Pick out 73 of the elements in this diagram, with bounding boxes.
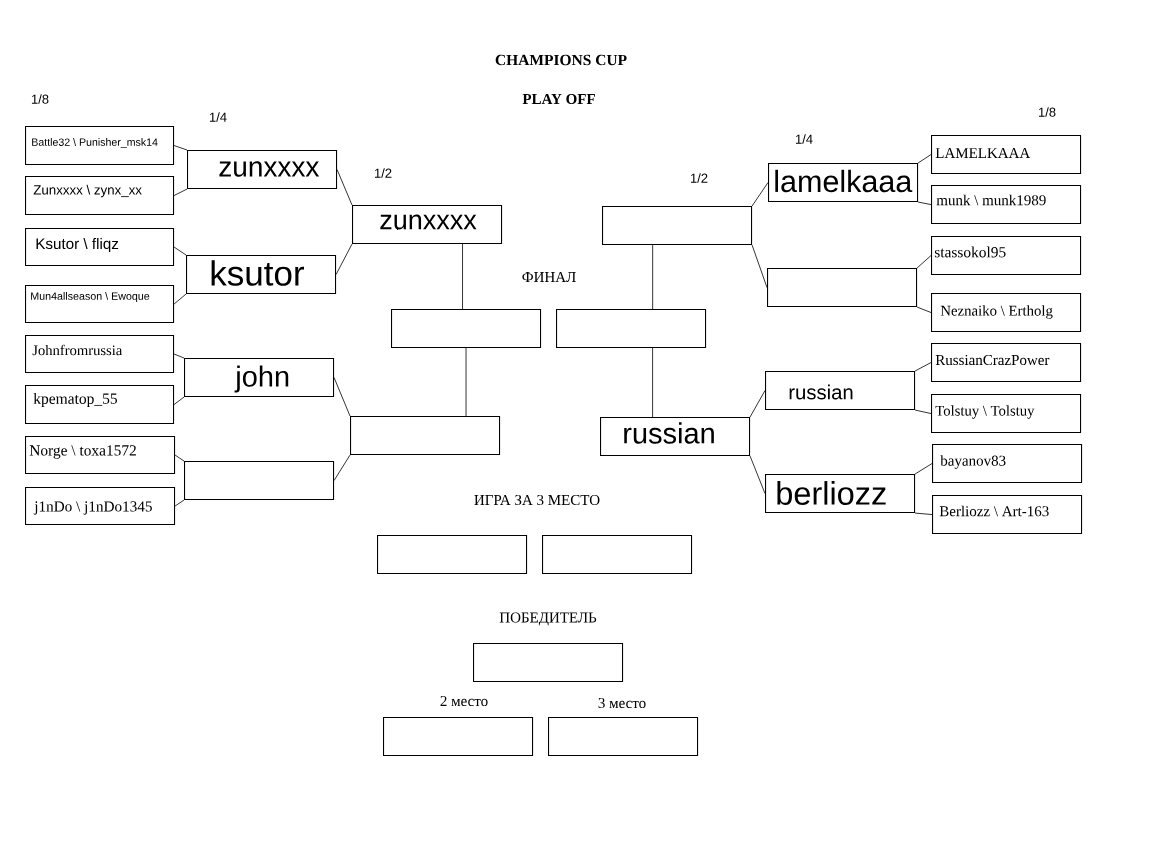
connector-line: [173, 145, 188, 151]
connector-line: [465, 347, 467, 417]
section-label: ИГРА ЗА 3 МЕСТО: [474, 494, 600, 506]
name-box: Neznaiko \ Ertholg: [931, 293, 1082, 333]
place-label: 2 место: [440, 695, 488, 707]
name-box: LAMELKAAA: [931, 135, 1082, 175]
connector-line: [333, 377, 351, 417]
name-box: Battle32 \ Punisher_msk14: [25, 126, 175, 166]
connector-line: [916, 306, 932, 313]
fill-in-box: [767, 268, 918, 308]
connector-line: [917, 154, 932, 164]
name-box: ksutor: [186, 255, 337, 295]
connector-line: [749, 390, 766, 418]
connector-line: [173, 353, 185, 359]
round-label: 1/2: [374, 168, 392, 178]
name-box: Zunxxxx \ zynx_xx: [25, 176, 175, 216]
connector-line: [652, 244, 654, 310]
name-box: RussianCrazPower: [931, 343, 1082, 383]
name-box: Tolstuy \ Tolstuy: [931, 394, 1082, 434]
round-label: 1/2: [690, 173, 708, 183]
fill-in-box: [602, 206, 753, 246]
place-label: ПОБЕДИТЕЛЬ: [499, 612, 597, 626]
connector-line: [336, 169, 353, 206]
fill-in-box: [350, 416, 501, 456]
heading: PLAY OFF: [522, 93, 595, 105]
fill-in-box: [184, 461, 335, 501]
name-box: kpematop_55: [25, 385, 175, 425]
connector-line: [916, 255, 932, 269]
connector-line: [914, 463, 933, 475]
name-box: bayanov83: [932, 444, 1083, 484]
connector-line: [914, 512, 933, 515]
round-label: 1/4: [795, 134, 813, 144]
name-box: Ksutor \ fliqz: [25, 228, 175, 267]
fill-in-box: [556, 309, 707, 349]
title: CHAMPIONS CUP: [495, 54, 627, 66]
connector-line: [173, 188, 188, 196]
name-box: zunxxxx: [187, 150, 338, 190]
name-box: j1nDo \ j1nDo1345: [25, 487, 176, 526]
connector-line: [173, 246, 187, 256]
name-box: lamelkaaa: [768, 163, 919, 203]
round-label: 1/4: [209, 112, 227, 122]
fill-in-box: [377, 535, 528, 575]
name-box: Norge \ toxa1572: [25, 436, 176, 475]
name-box: Johnfromrussia: [25, 335, 175, 374]
connector-line: [749, 455, 766, 494]
place-label: 3 место: [598, 697, 646, 709]
round-label: 1/8: [1038, 107, 1056, 117]
name-box: munk \ munk1989: [931, 185, 1082, 225]
connector-line: [333, 454, 351, 481]
connector-line: [462, 243, 463, 310]
name-box: russian: [765, 371, 916, 411]
connector-line: [335, 243, 353, 275]
connector-line: [174, 454, 185, 462]
connector-line: [173, 293, 187, 305]
name-box: Mun4allseason \ Ewoque: [25, 285, 175, 324]
fill-in-box: [542, 535, 693, 575]
connector-line: [751, 182, 769, 207]
connector-line: [917, 201, 932, 205]
connector-line: [914, 409, 932, 414]
connector-line: [751, 244, 768, 288]
name-box: Berliozz \ Art-163: [932, 495, 1083, 535]
connector-line: [914, 362, 932, 372]
name-box: berliozz: [765, 474, 916, 514]
name-box: john: [184, 358, 335, 398]
name-box: zunxxxx: [352, 205, 503, 245]
connector-line: [652, 347, 653, 418]
fill-in-box: [391, 309, 542, 349]
name-box: russian: [600, 417, 751, 457]
connector-line: [173, 396, 185, 405]
name-box: stassokol95: [931, 236, 1082, 276]
round-label: 1/8: [31, 94, 49, 104]
section-label: ФИНАЛ: [522, 272, 576, 283]
connector-line: [174, 499, 185, 507]
